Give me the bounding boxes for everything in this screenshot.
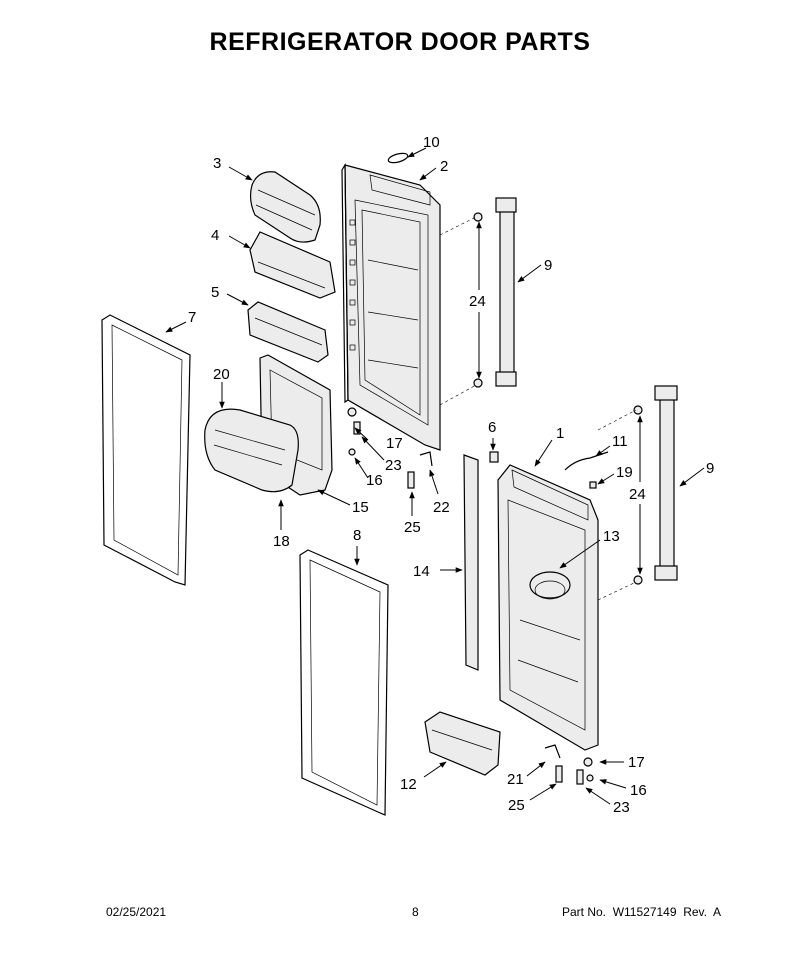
callout-13: 13 <box>603 528 620 545</box>
callout-4: 4 <box>211 227 219 244</box>
callout-14: 14 <box>413 563 430 580</box>
footer-page-number: 8 <box>412 905 419 919</box>
callout-16b: 16 <box>630 782 647 799</box>
part-10-cap <box>387 152 409 164</box>
callout-9a: 9 <box>544 257 552 274</box>
callout-2: 2 <box>440 158 448 175</box>
callout-6: 6 <box>488 419 496 436</box>
footer-revision: Rev. A <box>683 905 721 919</box>
callout-23a: 23 <box>385 457 402 474</box>
part-11-tube <box>564 451 609 471</box>
footer-date: 02/25/2021 <box>106 905 167 919</box>
callout-11: 11 <box>612 433 628 450</box>
callout-3: 3 <box>213 155 221 172</box>
callout-21: 21 <box>507 771 524 788</box>
callout-labels: 1 2 3 4 5 6 7 8 9 9 10 11 12 13 14 15 16… <box>188 134 714 816</box>
footer-part-number: W11527149 <box>612 905 677 919</box>
callout-25a: 25 <box>404 519 421 536</box>
callout-17b: 17 <box>628 754 645 771</box>
callout-8: 8 <box>353 527 361 544</box>
callout-17a: 17 <box>386 435 403 452</box>
callout-19: 19 <box>616 464 633 481</box>
part-24-screw <box>633 575 643 585</box>
callout-15: 15 <box>352 499 369 516</box>
part-12-door-bin <box>424 711 501 776</box>
callout-12: 12 <box>400 776 417 793</box>
part-24-screw <box>473 212 483 222</box>
leader-lines <box>165 147 705 805</box>
callout-10: 10 <box>423 134 440 151</box>
callout-20: 20 <box>213 366 230 383</box>
part-24-screw <box>633 405 643 415</box>
right-door-liner <box>497 464 599 751</box>
callout-18: 18 <box>273 533 290 550</box>
part-3-bin-cover <box>249 171 321 243</box>
part-9-handle-upper <box>495 197 517 387</box>
callout-23b: 23 <box>613 799 630 816</box>
part-4-door-bin <box>249 231 336 299</box>
callout-24b: 24 <box>629 486 646 503</box>
callout-25b: 25 <box>508 797 525 814</box>
part-14-strip <box>463 454 479 671</box>
part-9-handle-lower <box>654 385 678 581</box>
callout-22: 22 <box>433 499 450 516</box>
part-24-screw <box>473 378 483 388</box>
page-title: REFRIGERATOR DOOR PARTS <box>209 28 591 56</box>
callout-24a: 24 <box>469 293 486 310</box>
callout-16a: 16 <box>366 472 383 489</box>
callout-5: 5 <box>211 284 219 301</box>
part-8-door-gasket <box>299 549 389 816</box>
footer-part-label: Part No. <box>562 905 607 919</box>
callout-7: 7 <box>188 309 196 326</box>
callout-9b: 9 <box>706 460 714 477</box>
footer-part-info: Part No. W11527149 Rev. A <box>562 905 721 919</box>
part-20-ice-bin-front <box>204 408 299 493</box>
left-door-liner <box>341 162 441 451</box>
part-5-door-bin <box>247 301 329 363</box>
callout-1: 1 <box>556 425 564 442</box>
part-7-door-gasket <box>101 314 191 586</box>
